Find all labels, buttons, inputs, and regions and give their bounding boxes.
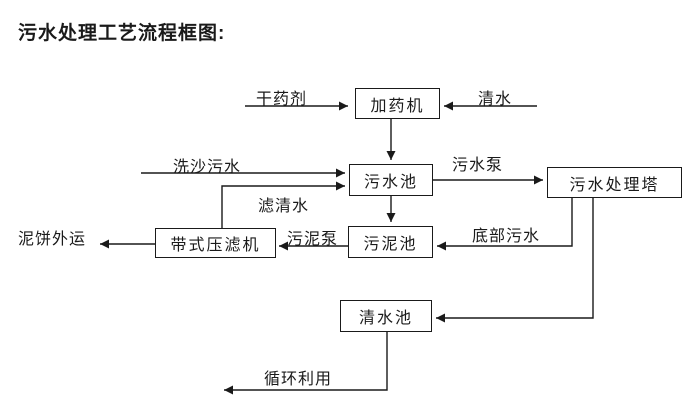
edge-label-mud-cake-outbound: 泥饼外运 — [18, 231, 87, 248]
edge-label-filtered-water: 滤清水 — [258, 198, 310, 215]
edge-label-sludge-pump: 污泥泵 — [287, 231, 339, 248]
edge-label-recycling: 循环利用 — [264, 371, 333, 388]
node-clear-water-pool: 清水池 — [340, 300, 432, 332]
node-sludge-pool: 污泥池 — [348, 226, 433, 258]
edge-label-sand-washing-sewage: 洗沙污水 — [173, 159, 242, 176]
edge-label-sewage-pump: 污水泵 — [452, 157, 504, 174]
edge-label-bottom-sewage: 底部污水 — [472, 228, 541, 245]
arrow-bottom-sewage-tower-to-sludge-pool — [437, 198, 573, 251]
arrow-clear-water-pool-to-recycling — [224, 332, 388, 395]
edge-label-clear-water: 清水 — [478, 91, 513, 108]
node-sewage-treatment-tower: 污水处理塔 — [547, 167, 682, 198]
edge-label-dry-agent: 干药剂 — [256, 91, 308, 108]
node-sewage-pool: 污水池 — [349, 164, 433, 196]
arrow-filtered-water-belt-press-to-sewage-pool — [221, 181, 345, 228]
page-title: 污水处理工艺流程框图: — [18, 23, 226, 44]
arrow-tower-to-clear-water-pool — [436, 198, 594, 323]
node-dosing-machine: 加药机 — [355, 88, 440, 119]
node-belt-filter-press: 带式压滤机 — [155, 228, 276, 258]
